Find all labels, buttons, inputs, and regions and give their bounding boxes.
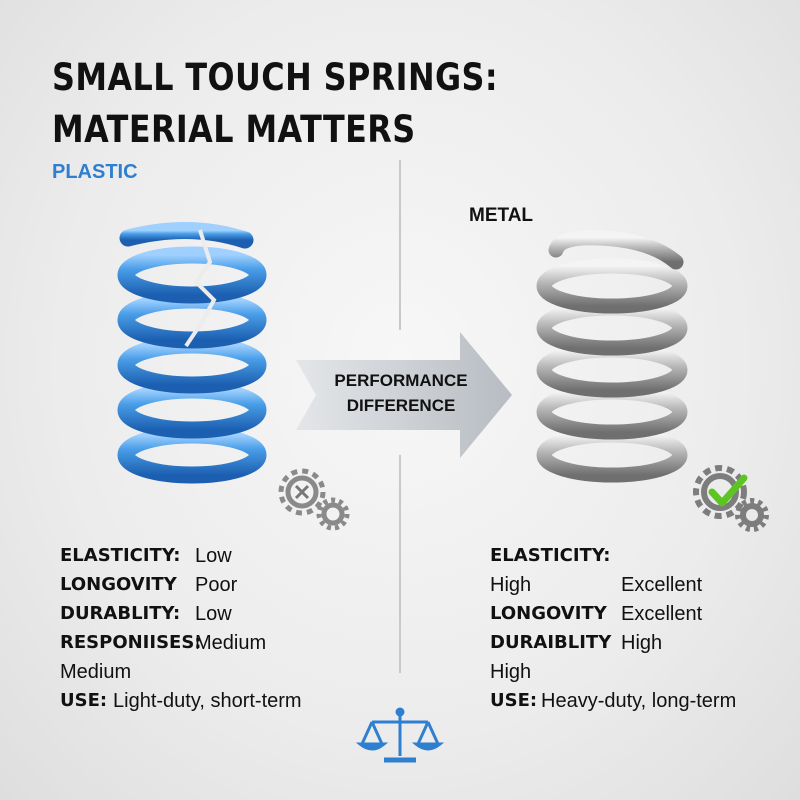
metal-durability-key: DURAIBLITY [490, 632, 612, 653]
title-line-2: MATERIAL MATTERS [52, 108, 416, 151]
gear-check-icon [693, 465, 769, 532]
title-line-1: SMALL TOUCH SPRINGS: [52, 56, 499, 99]
metal-row2-left: High [490, 574, 532, 596]
plastic-response-key: RESPONIISES: [60, 632, 202, 653]
plastic-durability-key: DURABLITY: [60, 603, 181, 624]
plastic-extra-line: Medium [60, 661, 132, 683]
divider-top [399, 160, 401, 330]
performance-difference-label: PERFORMANCE DIFFERENCE [318, 368, 484, 418]
plastic-longevity-key: LONGOVITY [60, 574, 177, 595]
arrow-text-line-2: DIFFERENCE [346, 396, 456, 415]
metal-label: METAL [469, 205, 534, 226]
plastic-spring [117, 221, 267, 484]
plastic-elasticity-value: Low [195, 545, 232, 567]
metal-extra-line: High [490, 661, 532, 683]
plastic-longevity-value: Poor [195, 574, 238, 596]
metal-use-key: USE: [490, 690, 538, 711]
plastic-elasticity-key: ELASTICITY: [60, 545, 181, 566]
metal-spring [536, 230, 688, 483]
balance-scale-icon [355, 707, 445, 763]
plastic-use-key: USE: [60, 690, 108, 711]
metal-elasticity-key: ELASTICITY: [490, 545, 611, 566]
arrow-text-line-1: PERFORMANCE [334, 371, 468, 390]
divider-bottom [399, 455, 401, 673]
page-title: SMALL TOUCH SPRINGS: MATERIAL MATTERS [52, 52, 568, 156]
gear-broken-icon [278, 468, 350, 531]
performance-arrow [296, 332, 512, 458]
plastic-use-value: Light-duty, short-term [113, 690, 302, 712]
plastic-label: PLASTIC [52, 161, 138, 183]
plastic-durability-value: Low [195, 603, 232, 625]
metal-longevity-value: Excellent [621, 603, 703, 625]
metal-use-value: Heavy-duty, long-term [541, 690, 737, 712]
metal-row2-right: Excellent [621, 574, 703, 596]
metal-longevity-key: LONGOVITY [490, 603, 607, 624]
metal-durability-value: High [621, 632, 663, 654]
plastic-response-value: Medium [195, 632, 267, 654]
